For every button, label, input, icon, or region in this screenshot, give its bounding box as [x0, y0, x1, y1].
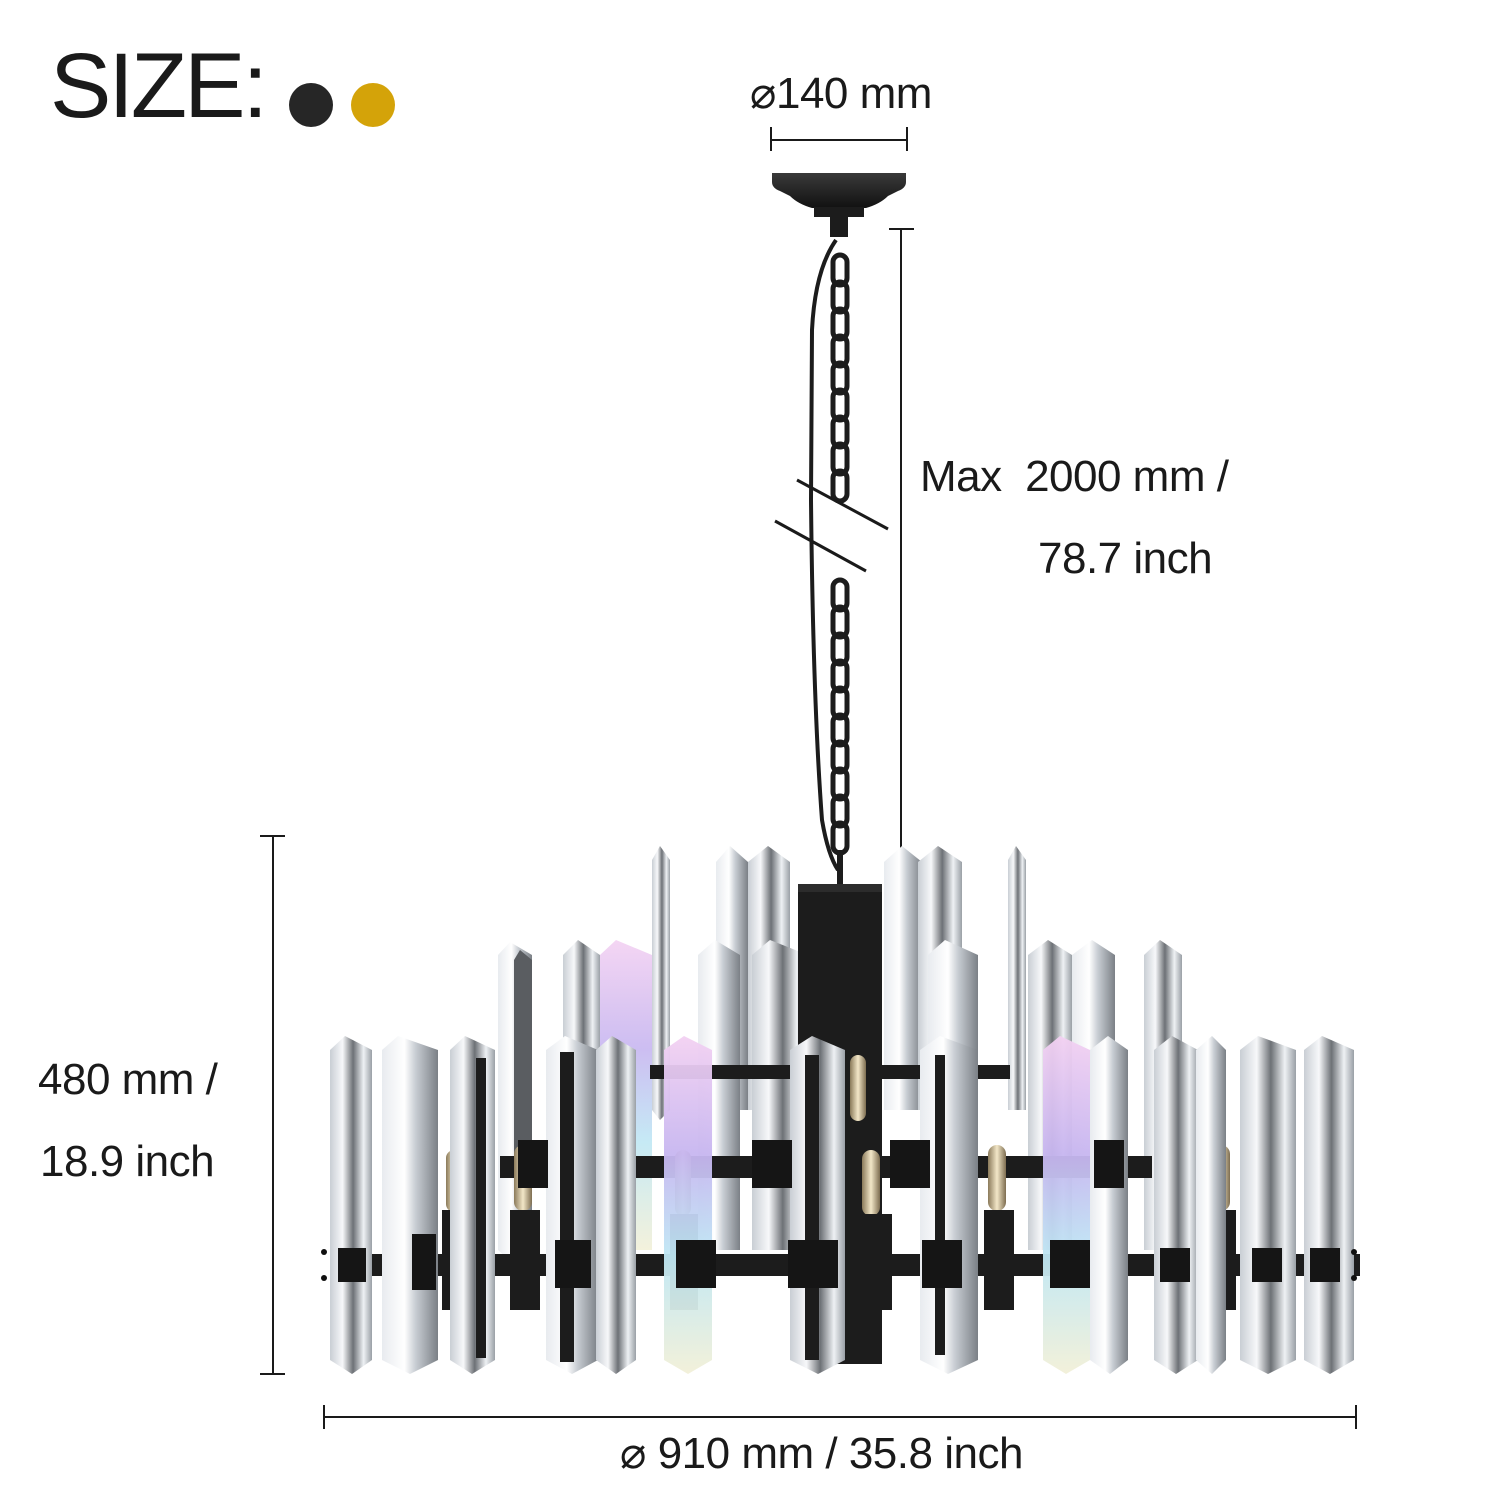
height-label-inch: 18.9 inch — [40, 1137, 215, 1186]
color-swatch-black[interactable] — [289, 83, 333, 127]
color-swatch-gold[interactable] — [351, 83, 395, 127]
ceiling-canopy — [772, 173, 906, 237]
length-break-marks — [774, 478, 889, 573]
crystal-clamps — [338, 1140, 1340, 1290]
diameter-label: ⌀ 910 mm / 35.8 inch — [620, 1429, 1023, 1478]
chain-length-label-mm: Max 2000 mm / — [920, 452, 1229, 501]
clamp-pins — [321, 1249, 1357, 1281]
chandelier — [321, 846, 1360, 1374]
chain-length-label-inch: 78.7 inch — [1038, 534, 1213, 583]
chain-length-dimension-line — [889, 228, 914, 862]
height-label-mm: 480 mm / — [38, 1055, 218, 1104]
height-dimension-line — [260, 835, 285, 1375]
diameter-dimension-line — [323, 1405, 1357, 1429]
power-cable — [808, 238, 840, 872]
canopy-dimension-line — [770, 127, 908, 151]
size-title: SIZE: — [50, 35, 268, 137]
chain — [830, 252, 850, 856]
canopy-diameter-label: ⌀140 mm — [750, 69, 932, 118]
